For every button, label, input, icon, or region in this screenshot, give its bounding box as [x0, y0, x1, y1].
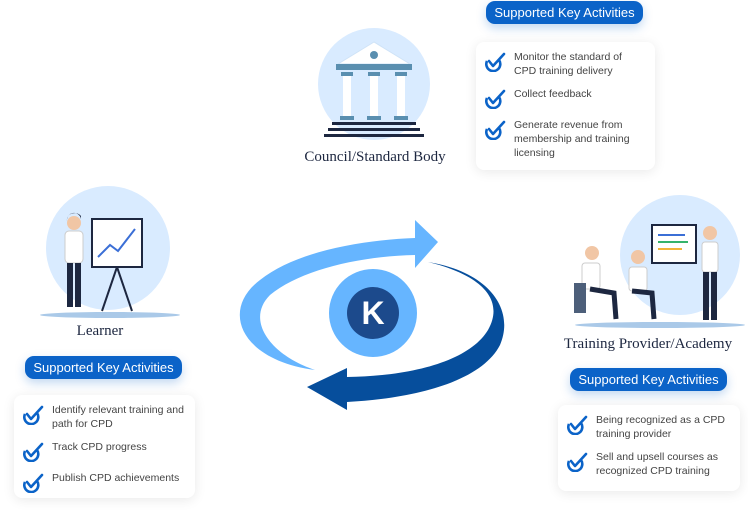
- cycle-arrows: K: [239, 220, 505, 410]
- learner-activities-card: Identify relevant training and path for …: [14, 395, 195, 498]
- council-illustration: [318, 24, 433, 149]
- check-icon: [22, 405, 44, 425]
- center-logo: [347, 287, 399, 339]
- light-blue-arrow: [239, 220, 438, 370]
- learner-illustration: [40, 185, 185, 325]
- activity-item: Identify relevant training and path for …: [22, 403, 187, 431]
- check-icon: [484, 52, 506, 72]
- activity-item: Publish CPD achievements: [22, 471, 187, 493]
- check-icon: [22, 473, 44, 493]
- activity-item: Being recognized as a CPD training provi…: [566, 413, 732, 441]
- provider-label: Training Provider/Academy: [563, 336, 733, 352]
- council-badge: Supported Key Activities: [486, 1, 643, 24]
- activity-item: Generate revenue from membership and tra…: [484, 118, 647, 160]
- provider-activities-card: Being recognized as a CPD training provi…: [558, 405, 740, 491]
- dark-blue-arrow: [307, 262, 505, 410]
- logo-letter: K: [361, 295, 384, 331]
- learner-badge: Supported Key Activities: [25, 356, 182, 379]
- activity-item: Monitor the standard of CPD training del…: [484, 50, 647, 78]
- provider-illustration: [570, 195, 745, 335]
- activity-item: Track CPD progress: [22, 440, 187, 462]
- check-icon: [566, 415, 588, 435]
- provider-badge: Supported Key Activities: [570, 368, 727, 391]
- learner-label: Learner: [76, 323, 124, 339]
- check-icon: [22, 442, 44, 462]
- council-activities-card: Monitor the standard of CPD training del…: [476, 42, 655, 170]
- check-icon: [484, 89, 506, 109]
- activity-item: Collect feedback: [484, 87, 647, 109]
- check-icon: [484, 120, 506, 140]
- check-icon: [566, 452, 588, 472]
- council-label: Council/Standard Body: [304, 149, 446, 165]
- activity-item: Sell and upsell courses as recognized CP…: [566, 450, 732, 478]
